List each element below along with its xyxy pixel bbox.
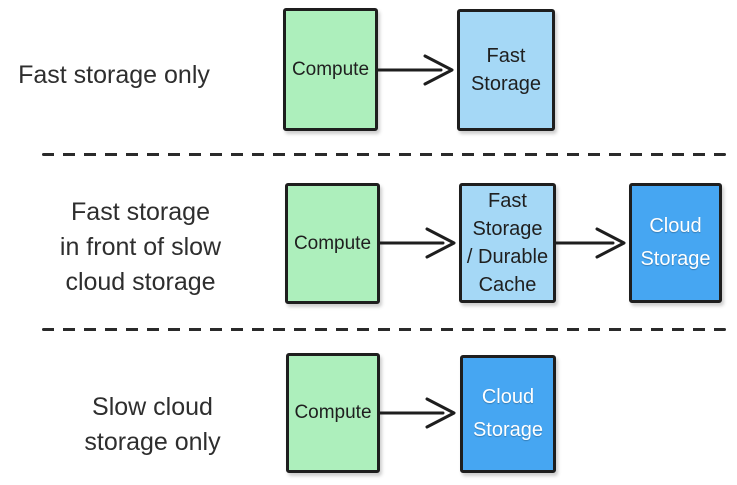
row2-durable-cache-box: Fast Storage / Durable Cache — [459, 183, 556, 303]
row2-cloud-label-line1: Cloud — [649, 215, 702, 237]
row2-cache-label-line3: / Durable — [466, 246, 549, 268]
row2-arrow-compute-to-cache-icon — [377, 227, 456, 259]
row3-compute-box: Compute — [286, 353, 380, 473]
row2-cloud-storage-box: Cloud Storage — [629, 183, 722, 303]
row2-arrow-cache-to-cloud-icon — [553, 227, 626, 259]
row2-compute-label: Compute — [293, 232, 372, 254]
row3-cloud-label-line1: Cloud — [481, 386, 535, 408]
row3-label: Slow cloud storage only — [20, 390, 285, 460]
row1-fast-storage-label-line1: Fast — [486, 45, 526, 67]
row3-label-line2: storage only — [84, 428, 221, 456]
row2-compute-box: Compute — [285, 183, 380, 304]
row1-label-text: Fast storage only — [18, 61, 210, 89]
row3-arrow-compute-to-cloud-icon — [377, 397, 456, 429]
divider-bottom-dashed-line — [42, 328, 726, 331]
row1-compute-label: Compute — [291, 58, 370, 80]
row2-label: Fast storage in front of slow cloud stor… — [8, 195, 273, 300]
row2-cache-label-line1: Fast — [488, 190, 527, 212]
row1-compute-box: Compute — [283, 8, 378, 131]
row2-label-line2: in front of slow — [59, 233, 222, 261]
row3-cloud-label-line2: Storage — [472, 419, 544, 441]
row2-cloud-label-line2: Storage — [640, 248, 711, 270]
row1-fast-storage-label-line2: Storage — [470, 73, 542, 95]
row2-label-line1: Fast storage — [71, 198, 210, 226]
row2-label-line3: cloud storage — [65, 268, 216, 296]
row1-label: Fast storage only — [0, 58, 228, 93]
row3-cloud-storage-box: Cloud Storage — [460, 355, 556, 473]
divider-top-dashed-line — [42, 153, 726, 156]
row1-fast-storage-box: Fast Storage — [457, 9, 555, 131]
row1-arrow-compute-to-fast-storage-icon — [375, 54, 454, 86]
row3-compute-label: Compute — [294, 402, 372, 423]
row2-cache-label-line2: Storage — [472, 218, 543, 240]
row3-label-line1: Slow cloud — [92, 393, 213, 421]
row2-cache-label-line4: Cache — [478, 274, 537, 296]
